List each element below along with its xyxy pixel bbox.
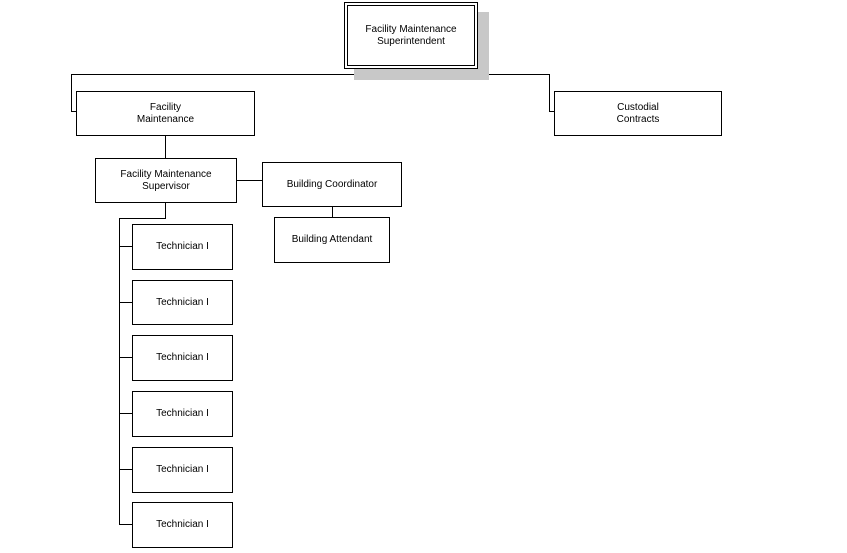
supervisor-label-line2: Supervisor <box>142 180 190 192</box>
technician-tick-line <box>119 302 132 303</box>
superintendent-label-line1: Facility Maintenance <box>365 23 457 35</box>
coordinator-to-attendant-line <box>332 206 333 217</box>
superintendent-label-line2: Superintendent <box>377 35 445 47</box>
left-drop-line <box>71 74 72 111</box>
facility-maintenance-box: Facility Maintenance <box>76 91 255 136</box>
technician-label: Technician I <box>156 519 209 530</box>
right-drop-line <box>549 74 550 111</box>
technician-box: Technician I <box>132 224 233 270</box>
custodial-contracts-label-line2: Contracts <box>616 113 660 125</box>
top-branch-line <box>71 74 549 75</box>
superintendent-box: Facility Maintenance Superintendent <box>344 2 478 69</box>
technician-tick-line <box>119 524 132 525</box>
technician-label: Technician I <box>156 464 209 475</box>
facility-maintenance-label-line1: Facility <box>149 101 182 113</box>
maintenance-to-supervisor-line <box>165 135 166 158</box>
technician-tick-line <box>119 357 132 358</box>
technician-label: Technician I <box>156 241 209 252</box>
technician-bus-top-line <box>119 218 166 219</box>
technician-label: Technician I <box>156 408 209 419</box>
technician-label: Technician I <box>156 296 209 308</box>
right-drop-foot-line <box>549 111 554 112</box>
technician-bus-line <box>119 218 120 525</box>
building-attendant-box: Building Attendant <box>274 217 390 263</box>
technician-label: Technician I <box>156 352 209 363</box>
custodial-contracts-label-line1: Custodial <box>617 101 659 113</box>
technician-tick-line <box>119 246 132 247</box>
building-coordinator-label: Building Coordinator <box>286 178 378 190</box>
building-attendant-label: Building Attendant <box>291 234 373 245</box>
left-drop-foot-line <box>71 111 76 112</box>
supervisor-box: Facility Maintenance Supervisor <box>95 158 237 203</box>
technician-box: Technician I <box>132 280 233 325</box>
building-coordinator-box: Building Coordinator <box>262 162 402 207</box>
technician-box: Technician I <box>132 335 233 381</box>
technician-box: Technician I <box>132 447 233 493</box>
technician-tick-line <box>119 469 132 470</box>
custodial-contracts-box: Custodial Contracts <box>554 91 722 136</box>
facility-maintenance-label-line2: Maintenance <box>136 113 195 125</box>
technician-box: Technician I <box>132 391 233 437</box>
technician-tick-line <box>119 413 132 414</box>
supervisor-label-line1: Facility Maintenance <box>120 168 212 180</box>
supervisor-to-coordinator-line <box>236 180 262 181</box>
supervisor-stem-line <box>165 202 166 218</box>
technician-box: Technician I <box>132 502 233 548</box>
